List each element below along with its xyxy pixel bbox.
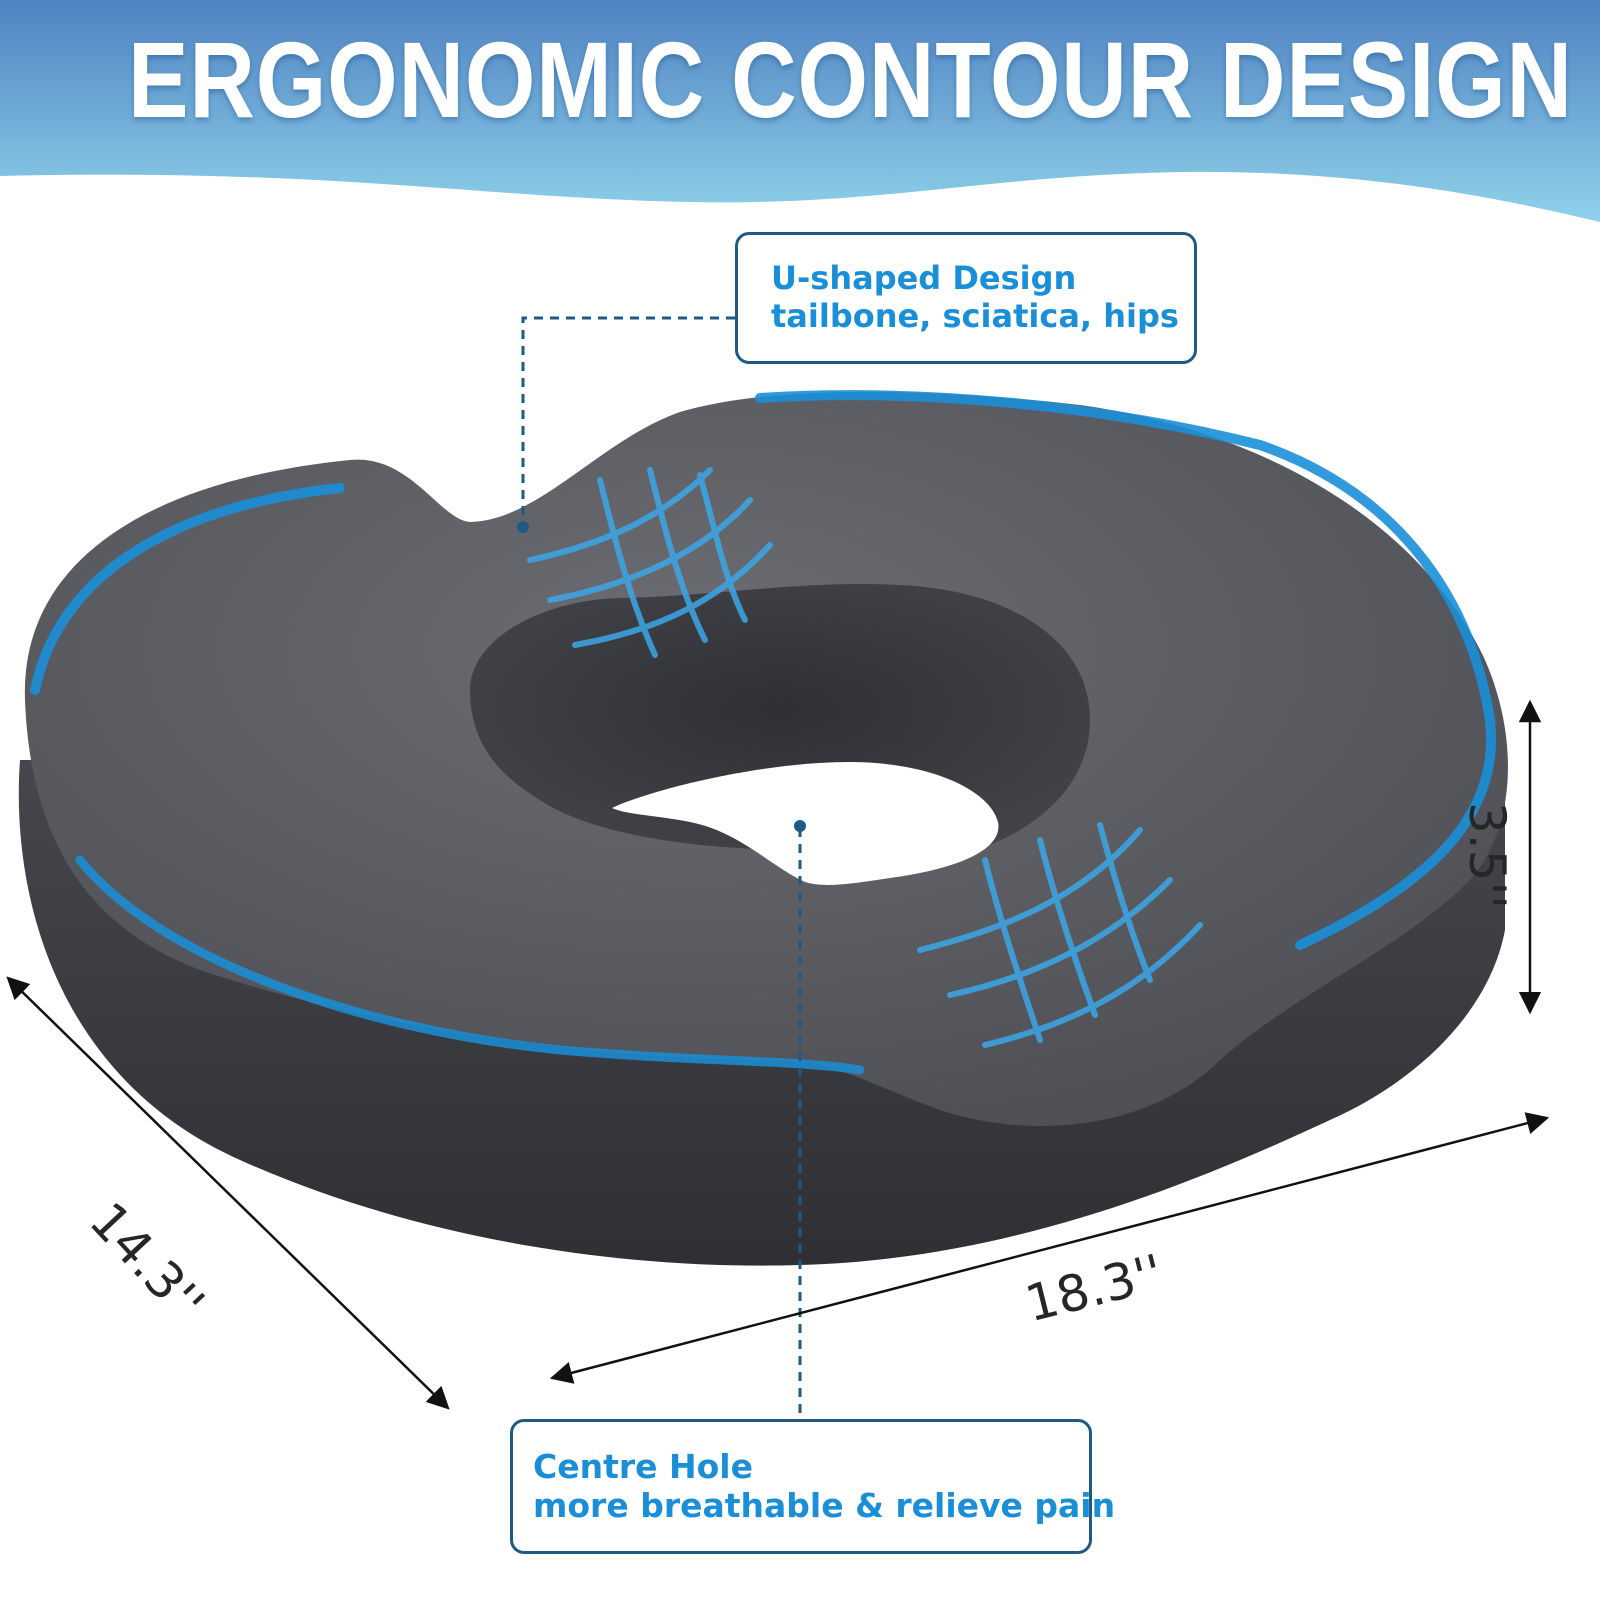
callout-u-shaped-design: U-shaped Design tailbone, sciatica, hips bbox=[735, 232, 1197, 364]
callout-bottom-detail: more breathable & relieve pain bbox=[533, 1486, 1116, 1525]
callout-centre-hole: Centre Hole more breathable & relieve pa… bbox=[510, 1419, 1116, 1554]
callout-top-detail: tailbone, sciatica, hips bbox=[771, 297, 1179, 335]
dimension-arrows bbox=[6, 699, 1550, 1410]
callout-bottom-title: Centre Hole bbox=[533, 1447, 753, 1486]
header-banner bbox=[0, 0, 1600, 222]
edge-piping-back bbox=[30, 483, 345, 695]
width-arrow bbox=[549, 1112, 1550, 1384]
edge-piping-right bbox=[755, 390, 1496, 950]
pressure-grid-upper bbox=[527, 467, 773, 658]
leader-dot-top bbox=[517, 521, 529, 533]
edge-piping-front bbox=[75, 855, 865, 1075]
depth-arrow bbox=[6, 976, 450, 1410]
callout-top-title: U-shaped Design bbox=[771, 259, 1077, 297]
headline: ERGONOMIC CONTOUR DESIGN bbox=[128, 19, 1573, 140]
dimension-height-label: 3.5'' bbox=[1458, 802, 1516, 910]
leader-dot-bottom bbox=[794, 820, 806, 832]
pressure-grid-lower bbox=[917, 822, 1203, 1048]
